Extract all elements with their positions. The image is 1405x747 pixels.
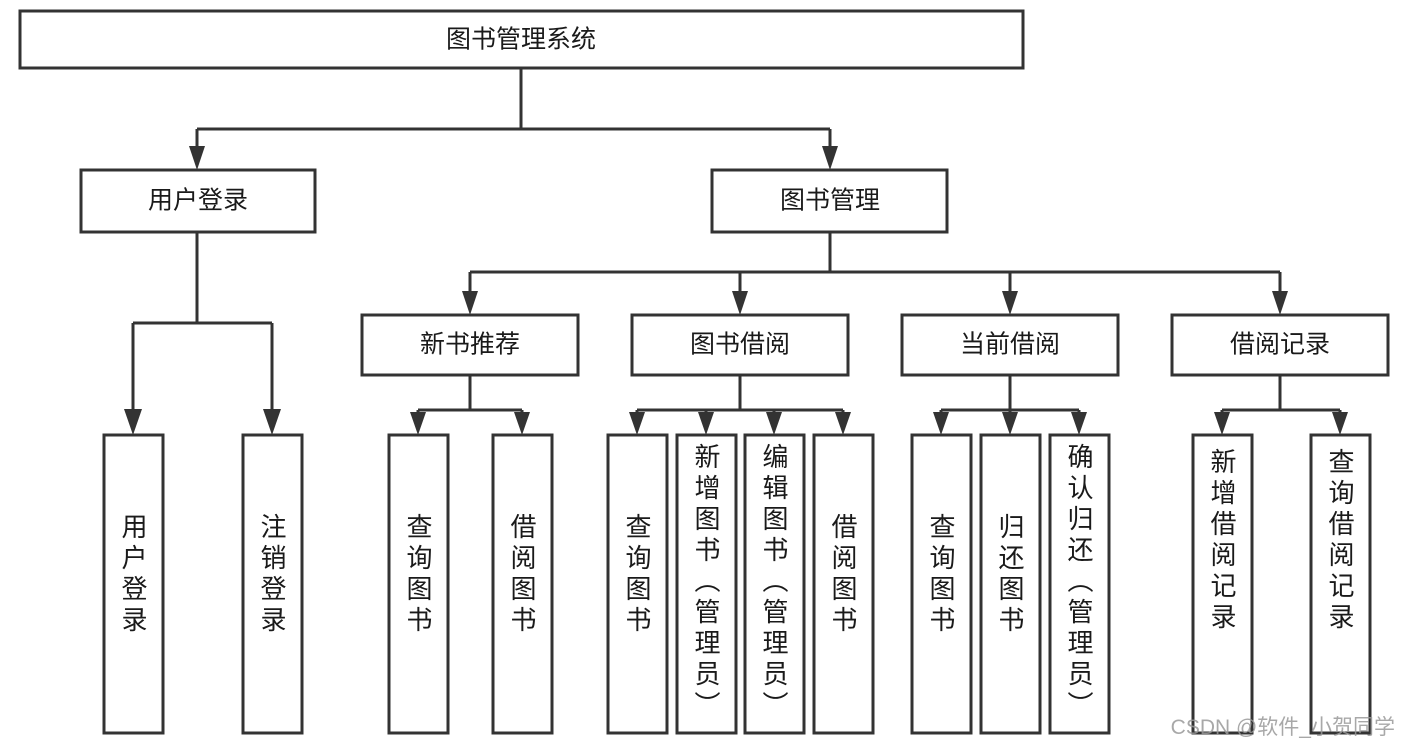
watermark-text: CSDN @软件_小贺同学 <box>1170 716 1395 739</box>
node-new-book-recommend[interactable]: 新书推荐 <box>360 313 580 377</box>
connector-userlogin-to-leaves <box>124 232 281 435</box>
node-borrow-record-label: 借阅记录 <box>1230 331 1330 359</box>
node-current-borrow-label: 当前借阅 <box>960 331 1060 359</box>
node-book-management[interactable]: 图书管理 <box>710 168 949 234</box>
node-leaf-user-login[interactable] <box>102 433 165 735</box>
node-leaf-add-book[interactable] <box>675 433 738 735</box>
connector-currentborrow-to-leaves <box>933 375 1087 435</box>
node-leaf-borrow-book-1[interactable] <box>491 433 554 735</box>
node-leaf-confirm-return[interactable] <box>1048 433 1111 735</box>
node-leaf-logout[interactable] <box>241 433 304 735</box>
node-leaf-query-book-2[interactable] <box>606 433 669 735</box>
node-root-label: 图书管理系统 <box>446 26 596 54</box>
node-leaf-borrow-book-2[interactable] <box>812 433 875 735</box>
connector-root-to-level2 <box>189 68 838 170</box>
node-root[interactable]: 图书管理系统 <box>18 9 1025 70</box>
node-user-login[interactable]: 用户登录 <box>79 168 317 234</box>
node-leaf-return-book[interactable] <box>979 433 1042 735</box>
node-leaf-query-book-1[interactable] <box>387 433 450 735</box>
node-user-login-label: 用户登录 <box>148 187 248 215</box>
connector-bookborrow-to-leaves <box>629 375 851 435</box>
connector-borrowrecord-to-leaves <box>1214 375 1348 435</box>
node-book-management-label: 图书管理 <box>780 187 880 215</box>
node-leaf-query-borrow-record[interactable] <box>1309 433 1372 735</box>
node-leaf-add-borrow-record[interactable] <box>1191 433 1254 735</box>
node-leaf-edit-book[interactable] <box>743 433 806 735</box>
connector-newbook-to-leaves <box>410 375 530 435</box>
node-book-borrow-label: 图书借阅 <box>690 331 790 359</box>
connector-bookmgmt-to-level3 <box>462 232 1288 315</box>
node-borrow-record[interactable]: 借阅记录 <box>1170 313 1390 377</box>
node-new-book-recommend-label: 新书推荐 <box>420 331 520 359</box>
node-book-borrow[interactable]: 图书借阅 <box>630 313 850 377</box>
node-current-borrow[interactable]: 当前借阅 <box>900 313 1120 377</box>
node-leaf-query-book-3[interactable] <box>910 433 973 735</box>
